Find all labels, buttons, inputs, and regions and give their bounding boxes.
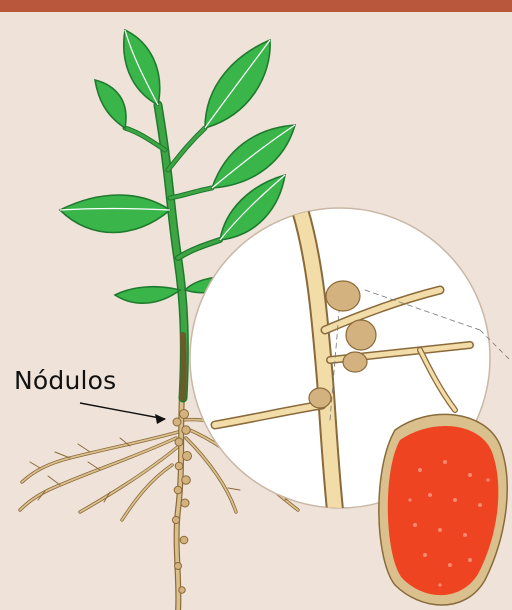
nodules-label: Nódulos	[14, 366, 116, 395]
nodules-pointer-arrow	[80, 403, 166, 424]
nodule-cross-section	[379, 414, 507, 605]
